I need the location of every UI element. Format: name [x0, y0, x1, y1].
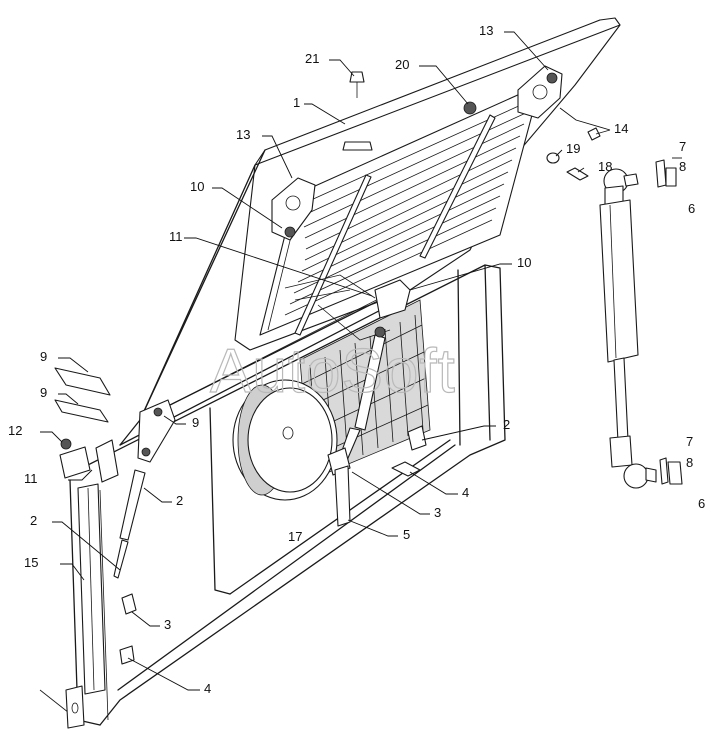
callout-labels: 21 20 13 13 1 14 19 18 7 8 6 10 11 10 9 … [8, 23, 705, 696]
callout-7-lower: 7 [686, 434, 693, 449]
callout-17: 17 [288, 529, 302, 544]
callout-9-top: 9 [40, 349, 47, 364]
callout-9-hinge: 9 [192, 415, 199, 430]
callout-14: 14 [614, 121, 628, 136]
callout-7-upper: 7 [679, 139, 686, 154]
callout-10-left: 10 [190, 179, 204, 194]
callout-4-left: 4 [204, 681, 211, 696]
callout-13-top: 13 [479, 23, 493, 38]
callout-6-lower: 6 [698, 496, 705, 511]
left-bracket-parts [54, 367, 119, 483]
fan-disc [232, 379, 338, 501]
callout-1: 1 [293, 95, 300, 110]
callout-11-upper: 11 [169, 229, 183, 244]
watermark: AutoSoft [210, 337, 456, 406]
callout-13-left: 13 [236, 127, 250, 142]
left-pillar [65, 483, 106, 729]
callout-6-upper: 6 [688, 201, 695, 216]
callout-11-lower: 11 [24, 471, 38, 486]
callout-18: 18 [598, 159, 612, 174]
callout-10-right: 10 [517, 255, 531, 270]
callout-3-right: 3 [434, 505, 441, 520]
latch-bracket [284, 274, 411, 341]
clips [119, 425, 427, 665]
fasteners [342, 71, 611, 181]
left-gas-strut [113, 399, 176, 579]
callout-20: 20 [395, 57, 409, 72]
callout-2-strut: 2 [176, 493, 183, 508]
callout-12: 12 [8, 423, 22, 438]
callout-9-middle: 9 [40, 385, 47, 400]
callout-15: 15 [24, 555, 38, 570]
callout-2-left: 2 [30, 513, 37, 528]
callout-8-lower: 8 [686, 455, 693, 470]
callout-4-right: 4 [462, 485, 469, 500]
callout-3-left: 3 [164, 617, 171, 632]
callout-21: 21 [305, 51, 319, 66]
hood-panel [119, 17, 621, 446]
callout-2-right: 2 [503, 417, 510, 432]
callout-8-upper: 8 [679, 159, 686, 174]
spare-gas-strut [599, 159, 683, 489]
callout-19: 19 [566, 141, 580, 156]
callout-5: 5 [403, 527, 410, 542]
hinge-brackets [271, 65, 563, 241]
leader-lines [40, 31, 682, 691]
